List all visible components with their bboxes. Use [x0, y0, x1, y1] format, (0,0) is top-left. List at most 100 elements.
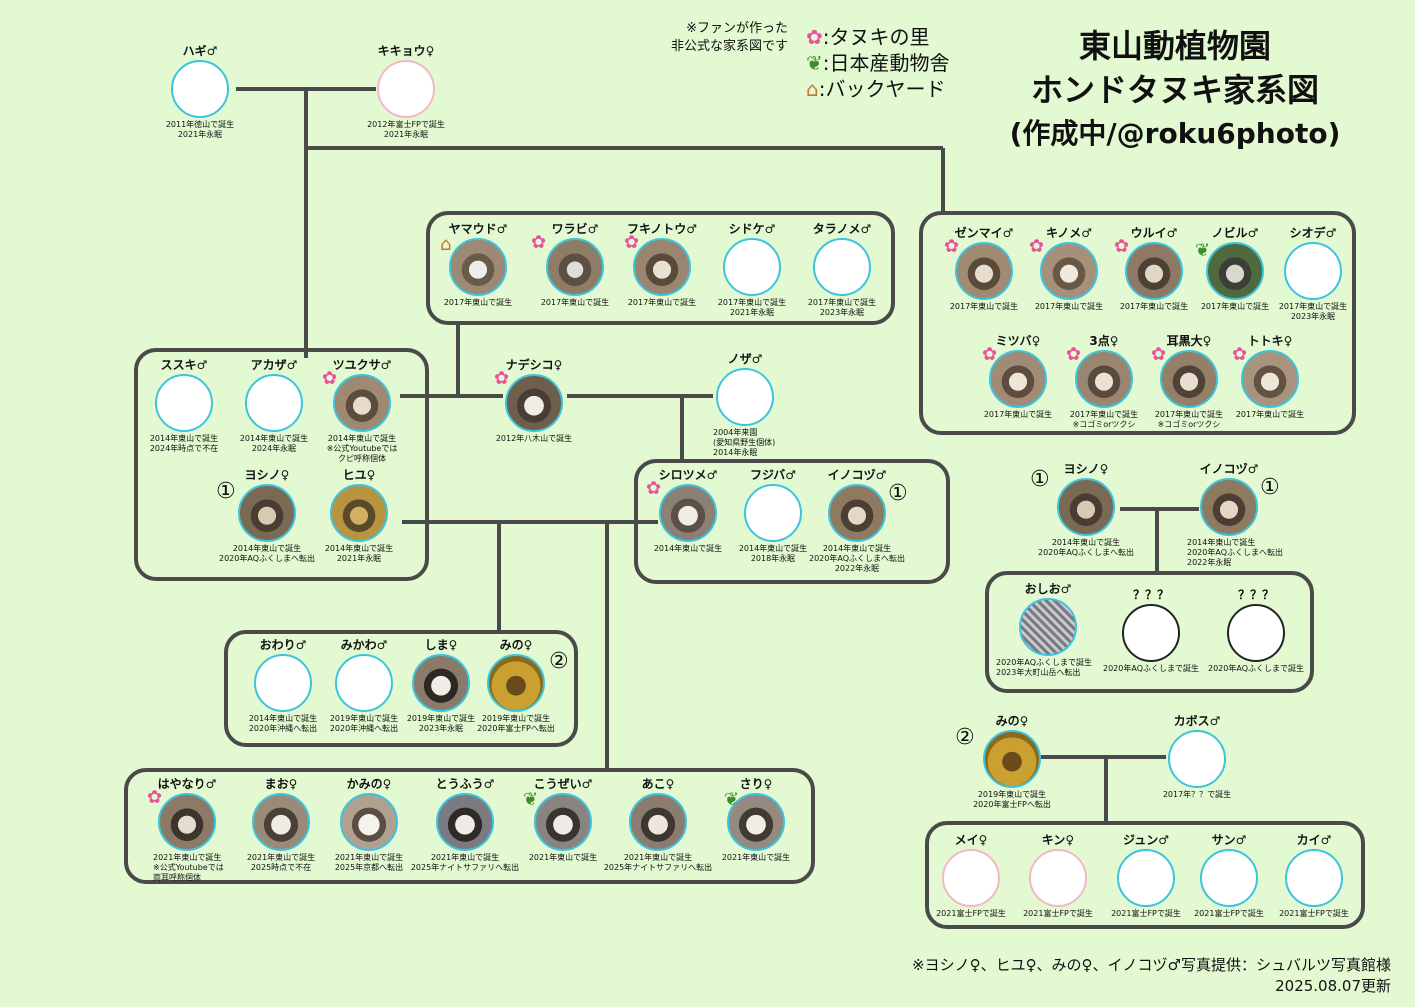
- empty-photo-circle: [335, 654, 393, 712]
- node-noza: ノザ♂ 2004年来園 (愛知県野生個体) 2014年永眠: [685, 352, 805, 458]
- tanuki-photo: [828, 484, 886, 542]
- empty-photo-circle: [155, 374, 213, 432]
- page-title: 東山動植物園 ホンドタヌキ家系図 (作成中/@roku6photo): [975, 24, 1375, 156]
- legend-label: :タヌキの里: [822, 25, 930, 49]
- node-name: ノザ♂: [727, 352, 763, 366]
- node-unknown-2: ？？？ 2020年AQふくしまで誕生: [1196, 588, 1316, 674]
- legend-item-tanuki-no-sato: ✿:タヌキの里: [806, 24, 950, 50]
- node-name: あこ♀: [641, 777, 675, 791]
- node-santen: 3点♀ 2017年東山で誕生 ※コゴミorツクシ ✿: [1044, 334, 1164, 430]
- node-mei: メイ♀ 2021富士FPで誕生: [911, 833, 1031, 919]
- node-info: 2020年AQふくしまで誕生: [1103, 664, 1199, 673]
- marker-one: ①: [1030, 467, 1050, 492]
- group-box-aq-fukushima: [985, 571, 1314, 693]
- node-info: 2017年東山で誕生: [1119, 302, 1189, 311]
- tanuki-photo: [1040, 242, 1098, 300]
- node-hagi: ハギ♂ 2011年徳山で誕生 2021年永眠: [140, 44, 260, 140]
- empty-photo-circle: [1285, 849, 1343, 907]
- legend-label: :バックヤード: [818, 77, 946, 101]
- tanuki-photo: [1057, 478, 1115, 536]
- node-name: ミツバ♀: [995, 334, 1041, 348]
- node-name: かみの♀: [346, 777, 392, 791]
- node-susuki: ススキ♂ 2014年東山で誕生 2024年時点で不在: [124, 358, 244, 454]
- node-name: キキョウ♀: [377, 44, 435, 58]
- tanuki-photo: [505, 374, 563, 432]
- legend-item-nihonsan: ❦:日本産動物舎: [806, 50, 950, 76]
- node-urui: ウルイ♂ 2017年東山で誕生 ✿: [1094, 226, 1214, 312]
- legend-label: :日本産動物舎: [822, 51, 950, 75]
- empty-photo-circle: [1117, 849, 1175, 907]
- tanuki-photo: [1200, 478, 1258, 536]
- node-name: ススキ♂: [160, 358, 208, 372]
- node-info: 2021年東山で誕生: [721, 853, 791, 862]
- node-name: シロツメ♂: [658, 468, 718, 482]
- node-info: 2019年東山で誕生 2020年沖縄へ転出: [329, 714, 399, 733]
- node-inokozu-fukushima: イノコヅ♂ 2014年東山で誕生 2020年AQふくしまへ転出 2022年永眠: [1169, 462, 1289, 568]
- legend-item-backyard: ⌂:バックヤード: [806, 76, 950, 102]
- node-info: 2014年東山で誕生 2020年AQふくしまへ転出: [219, 544, 315, 563]
- node-inokozu: イノコヅ♂ 2014年東山で誕生 2020年AQふくしまへ転出 2022年永眠: [797, 468, 917, 574]
- node-name: みの♀: [499, 638, 533, 652]
- flower-icon: ✿: [1114, 236, 1130, 257]
- node-kai: カイ♂ 2021富士FPで誕生: [1254, 833, 1374, 919]
- tanuki-photo: [333, 374, 391, 432]
- node-info: 2017年東山で誕生: [540, 298, 610, 307]
- fan-note-line2: 非公式な家系図です: [670, 39, 788, 54]
- flower-icon: ✿: [147, 787, 163, 808]
- node-info: 2019年東山で誕生 2023年永眠: [406, 714, 476, 733]
- node-name: まお♀: [264, 777, 298, 791]
- node-info: 2014年東山で誕生 2020年AQふくしまへ転出 2022年永眠: [1187, 538, 1283, 567]
- group-box-2014-litter-a: [134, 348, 429, 581]
- group-box-2014-litter-b: [634, 459, 950, 584]
- node-akaza: アカザ♂ 2014年東山で誕生 2024年永眠: [214, 358, 334, 454]
- node-kin: キン♀ 2021富士FPで誕生: [998, 833, 1118, 919]
- fan-note: ※ファンが作った 非公式な家系図です: [620, 20, 788, 56]
- node-name: ノビル♂: [1211, 226, 1259, 240]
- empty-photo-circle: [1227, 604, 1285, 662]
- tanuki-photo: [238, 484, 296, 542]
- empty-photo-circle: [1168, 730, 1226, 788]
- empty-photo-circle: [1200, 849, 1258, 907]
- node-info: 2011年徳山で誕生 2021年永眠: [165, 120, 235, 139]
- node-name: ツユクサ♂: [332, 358, 392, 372]
- node-name: ワラビ♂: [551, 222, 599, 236]
- node-info: 2017年東山で誕生 2023年永眠: [1278, 302, 1348, 321]
- empty-photo-circle: [942, 849, 1000, 907]
- flower-icon: ✿: [494, 368, 510, 389]
- node-info: 2021年東山で誕生 2025年ナイトサファリへ転出: [603, 853, 713, 872]
- flower-icon: ✿: [1151, 344, 1167, 365]
- title-line2: ホンドタヌキ家系図: [1030, 71, 1319, 109]
- empty-photo-circle: [171, 60, 229, 118]
- node-name: おわり♂: [259, 638, 307, 652]
- node-info: 2017年東山で誕生: [1235, 410, 1305, 419]
- house-icon: ⌂: [806, 77, 819, 101]
- node-shirotsume: シロツメ♂ 2014年東山で誕生 ✿: [628, 468, 748, 554]
- node-name: トトキ♀: [1247, 334, 1293, 348]
- node-name: ハギ♂: [182, 44, 218, 58]
- node-mino: みの♀ 2019年東山で誕生 2020年富士FPへ転出: [456, 638, 576, 734]
- tanuki-photo: [487, 654, 545, 712]
- node-info: 2019年東山で誕生 2020年富士FPへ転出: [973, 790, 1051, 809]
- updated-date: 2025.08.07更新: [1275, 977, 1391, 995]
- node-name: 耳黒大♀: [1166, 334, 1212, 348]
- node-info: 2017年東山で誕生 ※コゴミorツクシ: [1154, 410, 1224, 429]
- node-mikawa: みかわ♂ 2019年東山で誕生 2020年沖縄へ転出: [304, 638, 424, 734]
- node-mimiguro: 耳黒大♀ 2017年東山で誕生 ※コゴミorツクシ ✿: [1129, 334, 1249, 430]
- flower-icon: ✿: [322, 368, 338, 389]
- node-ako: あこ♀ 2021年東山で誕生 2025年ナイトサファリへ転出: [598, 777, 718, 873]
- flower-icon: ✿: [944, 236, 960, 257]
- tanuki-photo: [1241, 350, 1299, 408]
- empty-photo-circle: [254, 654, 312, 712]
- node-info: 2017年東山で誕生: [983, 410, 1053, 419]
- node-name: とうふう♂: [435, 777, 495, 791]
- tanuki-photo: [983, 730, 1041, 788]
- node-oshio: おしお♂ 2020年AQふくしまで誕生 2023年大町山岳へ転出: [988, 582, 1108, 678]
- node-name: ヨシノ♀: [244, 468, 290, 482]
- node-shiode: シオデ♂ 2017年東山で誕生 2023年永眠: [1253, 226, 1373, 322]
- node-nobiru: ノビル♂ 2017年東山で誕生 ❦: [1175, 226, 1295, 312]
- node-name: みの♀: [995, 714, 1029, 728]
- node-totoki: トトキ♀ 2017年東山で誕生 ✿: [1210, 334, 1330, 420]
- node-taranome: タラノメ♂ 2017年東山で誕生 2023年永眠: [782, 222, 902, 318]
- empty-photo-circle: [813, 238, 871, 296]
